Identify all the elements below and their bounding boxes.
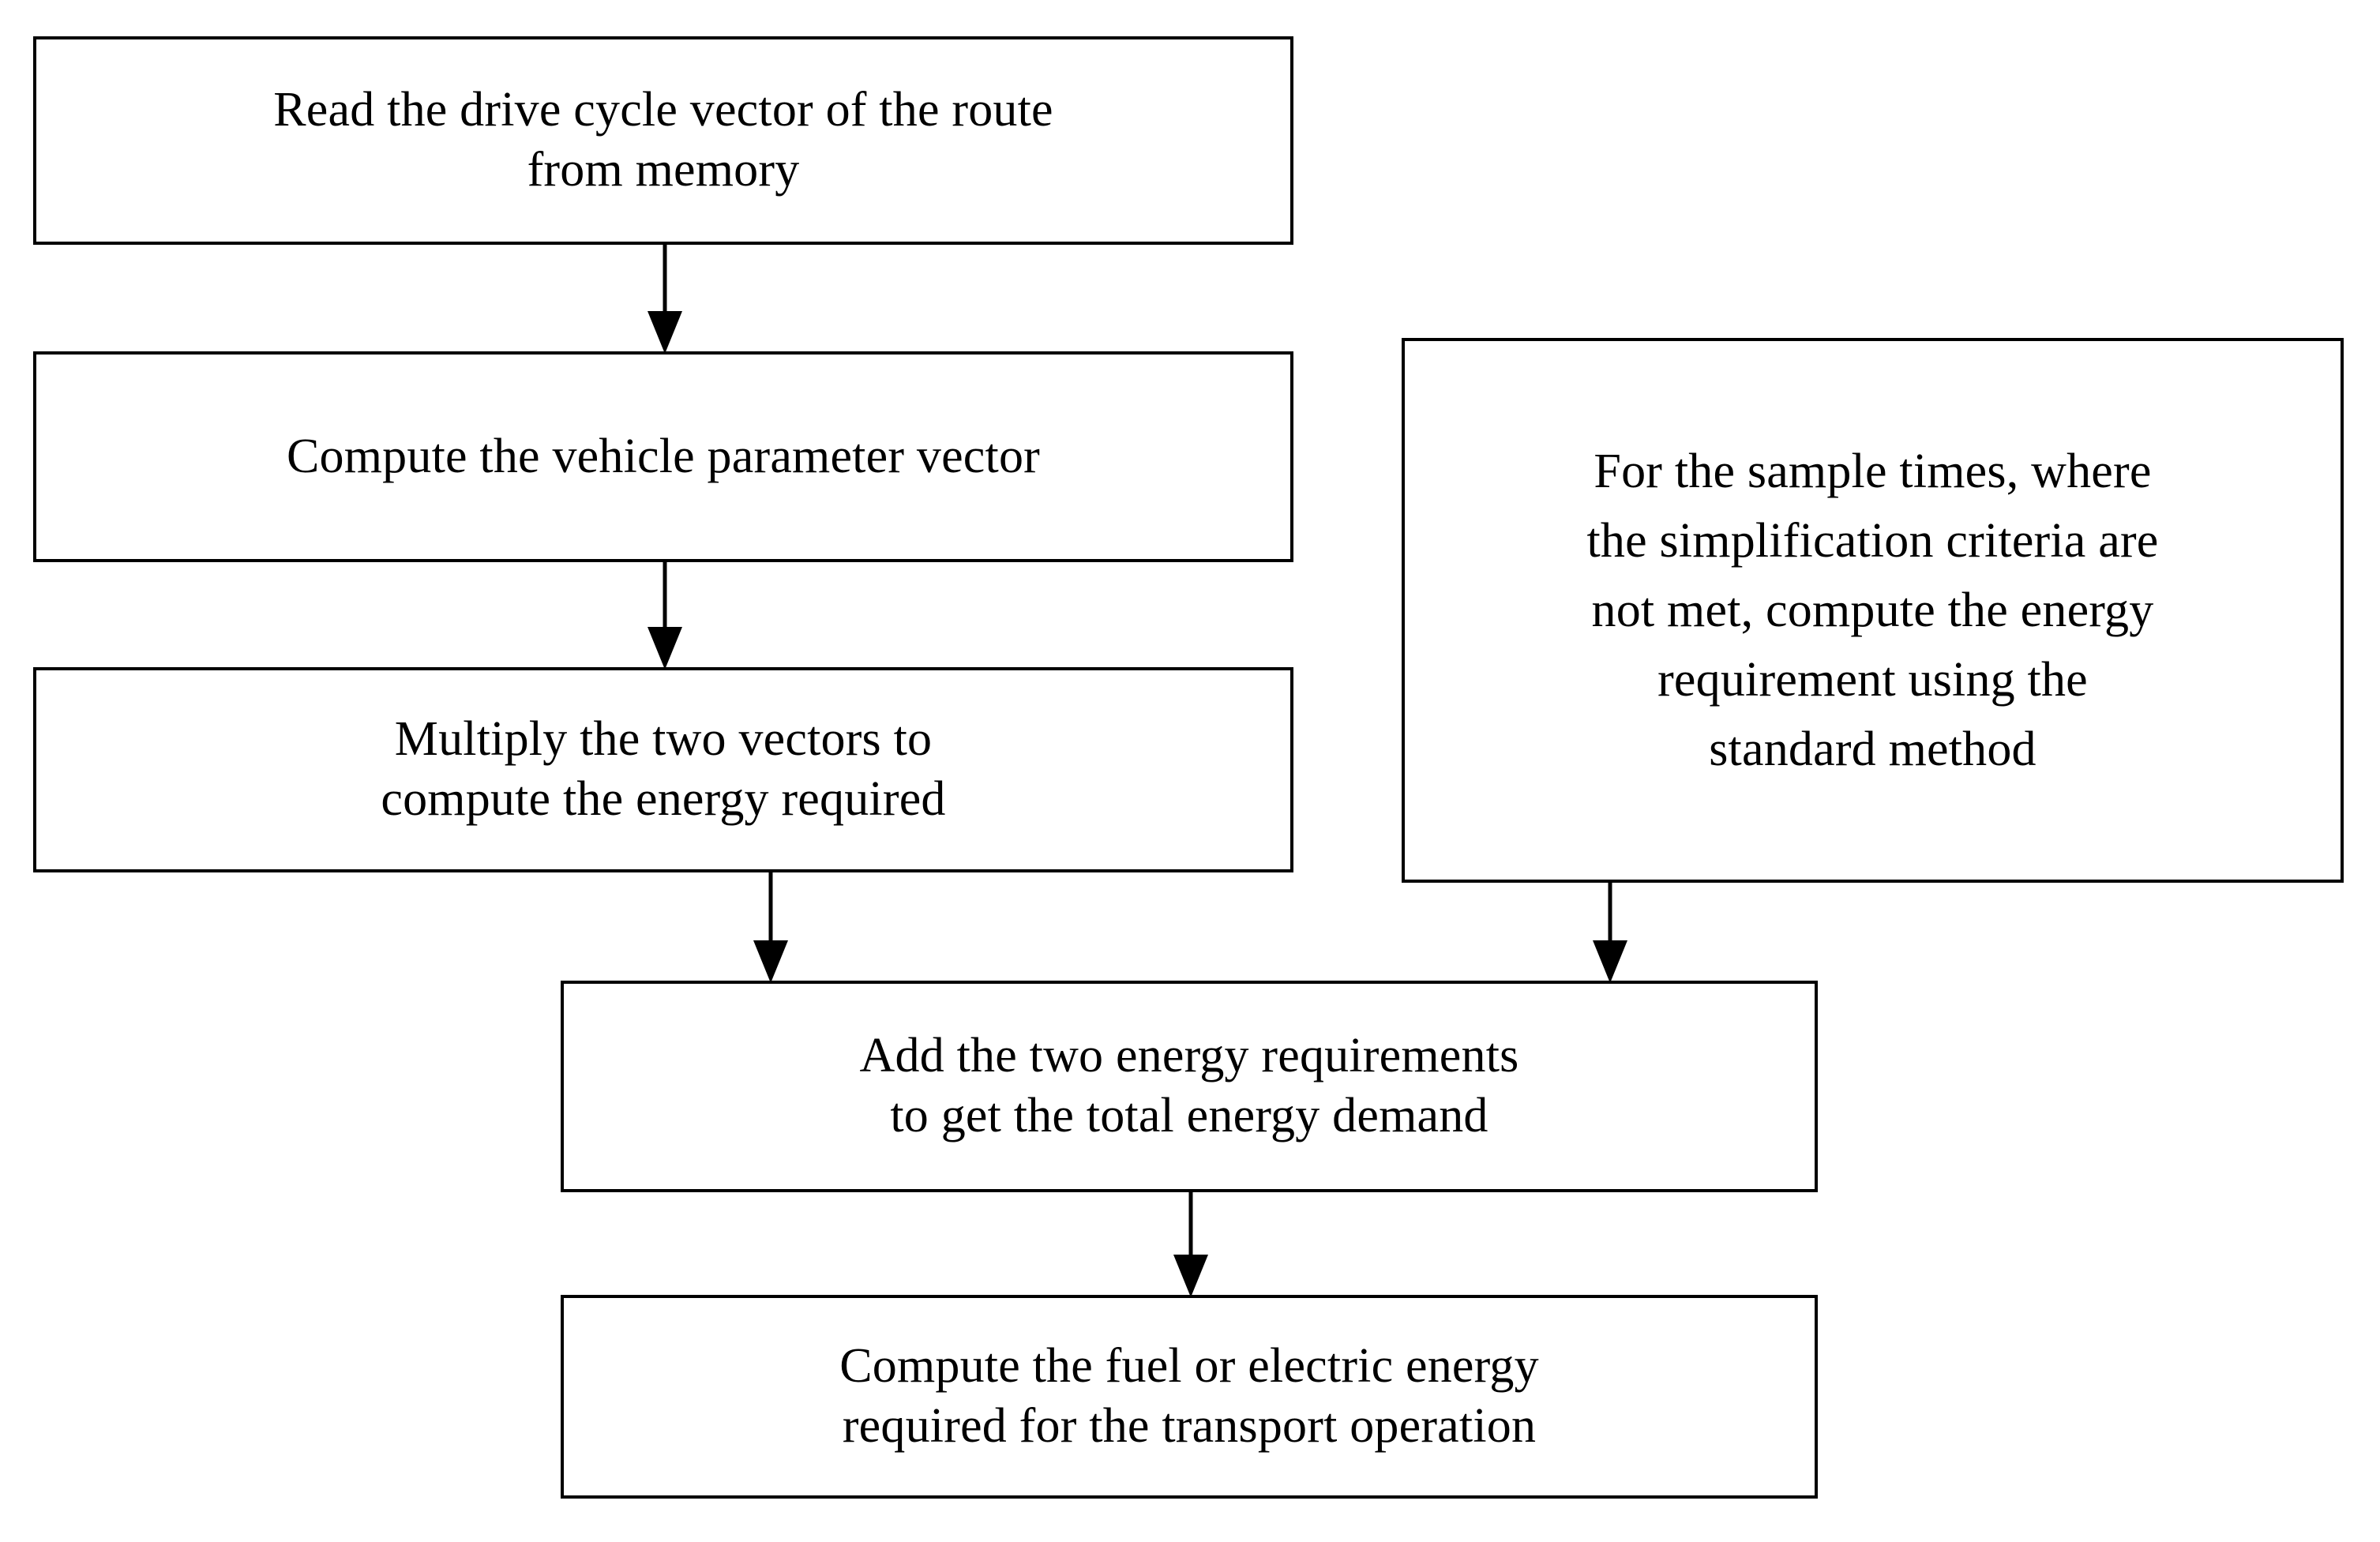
node-add-energy-requirements-label: Add the two energy requirements to get t… bbox=[859, 1029, 1519, 1142]
node-add-energy-requirements[interactable]: Add the two energy requirements to get t… bbox=[561, 981, 1818, 1192]
edge-add-to-compute-fuel bbox=[1158, 1189, 1224, 1299]
node-compute-vehicle-parameter-label: Compute the vehicle parameter vector bbox=[286, 429, 1040, 483]
edge-read-to-compute-vehicle bbox=[632, 242, 698, 355]
edge-compute-vehicle-to-multiply bbox=[632, 559, 698, 671]
node-multiply-vectors-label: Multiply the two vectors to compute the … bbox=[381, 712, 946, 826]
node-read-drive-cycle[interactable]: Read the drive cycle vector of the route… bbox=[33, 36, 1293, 245]
node-compute-vehicle-parameter[interactable]: Compute the vehicle parameter vector bbox=[33, 351, 1293, 562]
node-compute-fuel-electric-label: Compute the fuel or electric energy requ… bbox=[839, 1339, 1539, 1453]
edge-multiply-to-add bbox=[738, 869, 804, 985]
node-compute-fuel-electric[interactable]: Compute the fuel or electric energy requ… bbox=[561, 1295, 1818, 1499]
edge-standard-to-add bbox=[1577, 880, 1643, 985]
node-standard-method[interactable]: For the sample times, where the simplifi… bbox=[1402, 338, 2344, 883]
node-standard-method-label: For the sample times, where the simplifi… bbox=[1586, 444, 2159, 777]
node-read-drive-cycle-label: Read the drive cycle vector of the route… bbox=[273, 83, 1053, 197]
node-multiply-vectors[interactable]: Multiply the two vectors to compute the … bbox=[33, 667, 1293, 872]
